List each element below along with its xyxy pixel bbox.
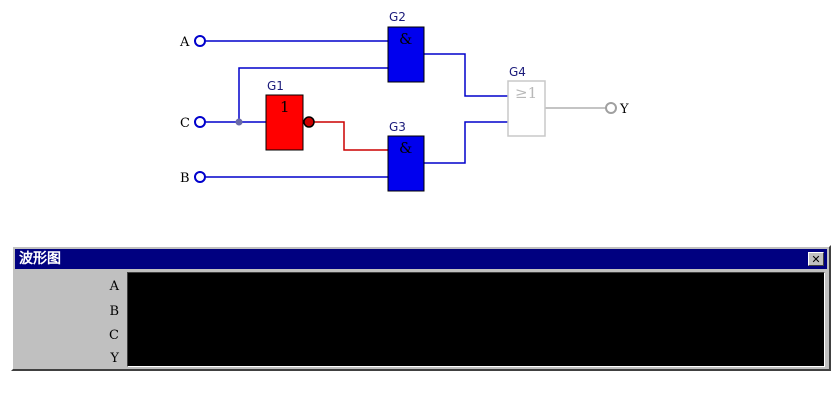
circuit-diagram: A C B Y & G2 1 G1 & G3 ≥1 G4 [179,10,629,192]
input-label-c: C [180,116,190,131]
wire-g1-g3 [314,121,388,151]
gate-g1-symbol: 1 [280,98,290,116]
gate-g4-label: G4 [509,65,526,79]
wire-g2-g4 [424,53,508,97]
input-label-b: B [180,171,190,186]
gate-g2-symbol: & [399,30,412,48]
input-terminal-a[interactable] [194,35,206,47]
input-label-a: A [179,35,190,50]
junction-dot [235,118,243,126]
signal-label-c: C [109,328,119,343]
gate-g4-symbol: ≥1 [515,84,537,102]
input-terminal-b[interactable] [194,171,206,183]
close-icon: ✕ [811,253,821,266]
gate-g2-label: G2 [389,10,406,24]
wires [206,40,508,178]
inverter-bubble [303,116,315,128]
waveform-titlebar[interactable]: 波形图 ✕ [15,249,827,269]
signal-label-a: A [109,279,119,294]
gate-g4[interactable]: ≥1 [507,80,546,137]
wire-g3-g4 [424,121,508,164]
gate-g1[interactable]: 1 [265,94,315,151]
gate-g3-symbol: & [399,139,412,157]
signal-label-b: B [109,304,119,319]
wire-c-g2 [238,67,388,122]
gate-g2[interactable]: & [387,26,425,83]
waveform-title: 波形图 [19,251,61,267]
signal-label-column: A B C Y [15,271,125,367]
gate-g1-label: G1 [267,79,284,93]
signal-label-y: Y [110,351,119,366]
waveform-panel: 波形图 ✕ A B C Y [11,245,831,371]
output-label-y: Y [619,102,629,117]
gate-g3[interactable]: & [387,135,425,192]
gate-g3-label: G3 [389,120,406,134]
input-terminal-c[interactable] [194,116,206,128]
waveform-display [127,272,825,367]
close-button[interactable]: ✕ [808,252,824,266]
output-terminal-y[interactable] [605,102,617,114]
